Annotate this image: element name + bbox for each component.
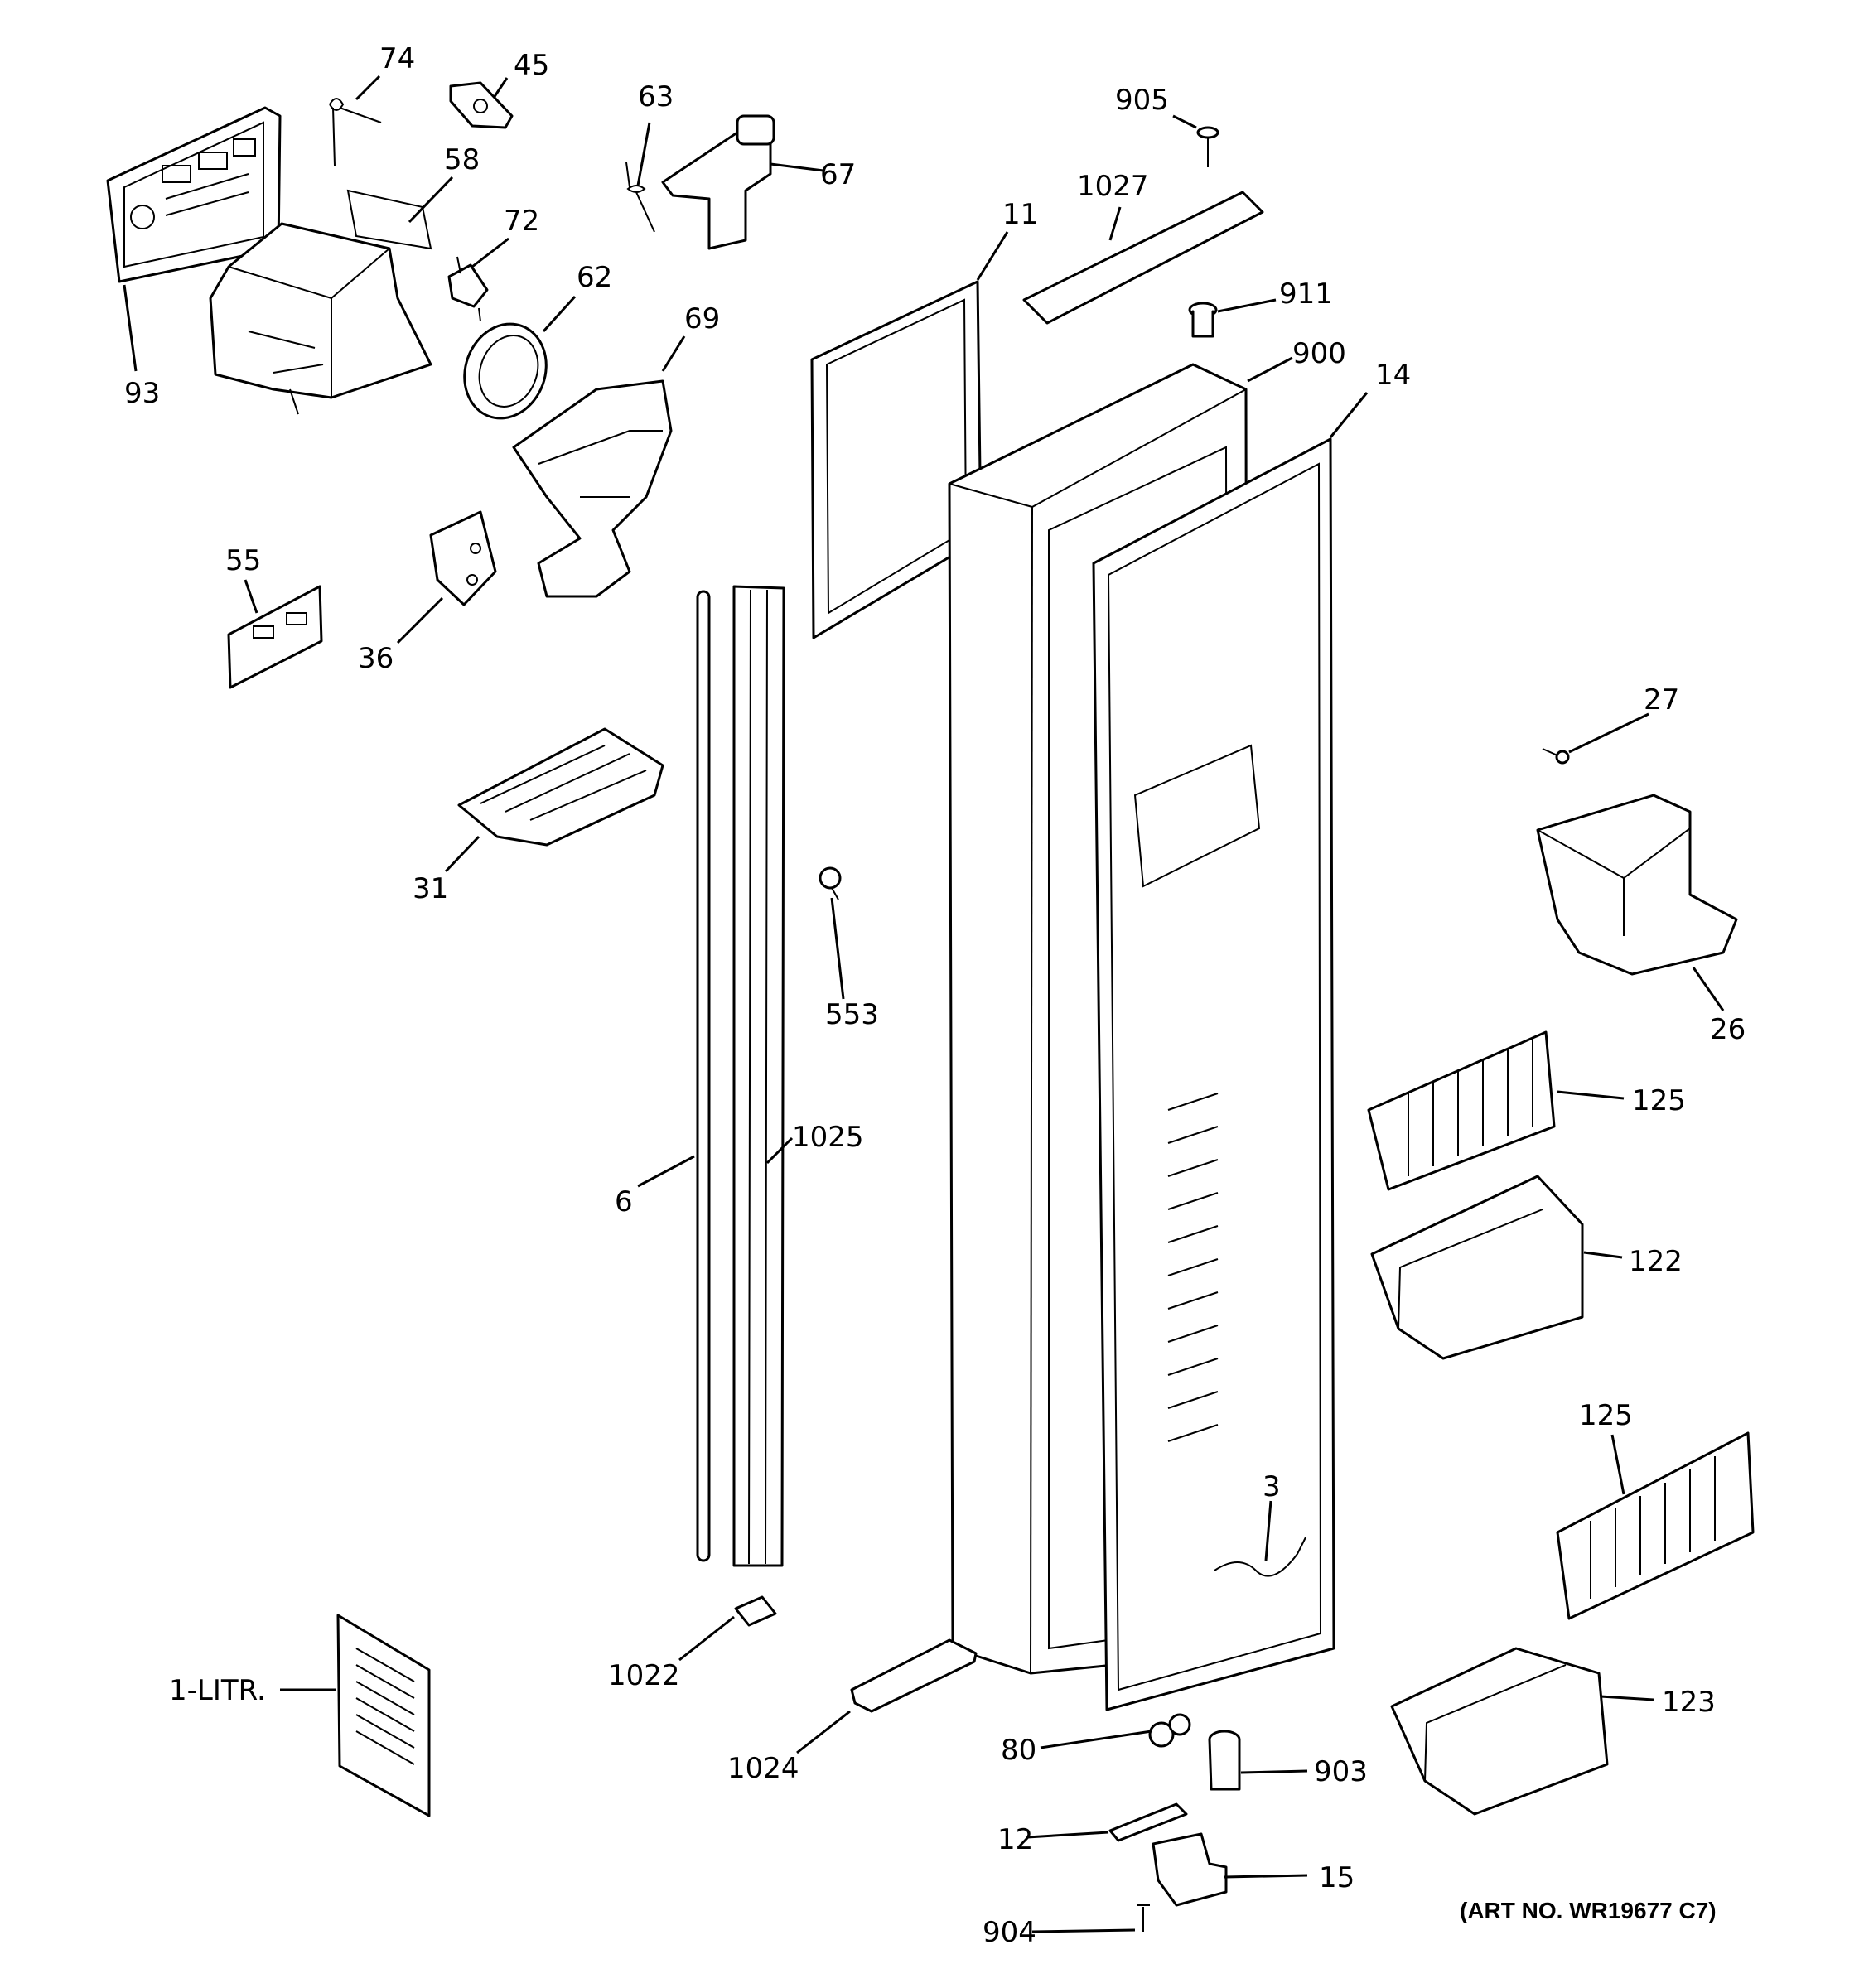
part-1022-clip	[734, 1595, 777, 1627]
callout-27: 27	[1644, 683, 1679, 717]
part-93-control-panel	[106, 106, 282, 283]
callout-1-litr: 1-LITR.	[169, 1674, 266, 1707]
part-36-bracket	[429, 510, 497, 606]
callout-125-lower: 125	[1579, 1399, 1633, 1432]
part-6-tube	[696, 590, 711, 1562]
part-122-bin	[1370, 1175, 1584, 1360]
part-63-spring	[625, 162, 655, 233]
part-1025-trim	[732, 585, 785, 1567]
callout-62: 62	[577, 261, 612, 294]
callout-72: 72	[504, 205, 539, 238]
callout-14: 14	[1375, 359, 1411, 392]
part-62-ring	[463, 322, 548, 420]
part-903-cylinder	[1208, 1730, 1241, 1791]
callout-1022: 1022	[608, 1659, 680, 1692]
callout-904: 904	[983, 1916, 1036, 1949]
callout-63: 63	[638, 80, 674, 113]
callout-900: 900	[1292, 337, 1346, 370]
part-55-panel	[227, 585, 323, 689]
part-67-actuator	[661, 114, 775, 250]
part-45-bracket	[449, 81, 514, 129]
callout-122: 122	[1629, 1245, 1683, 1278]
callout-26: 26	[1710, 1013, 1746, 1046]
callout-11: 11	[1002, 198, 1038, 231]
leader-lines	[123, 75, 1725, 1933]
callout-labels: 74 45 63 67 905 58 72 11 1027 62 69 911 …	[124, 42, 1746, 1949]
callout-36: 36	[358, 642, 394, 675]
part-12-hinge-plate	[1108, 1802, 1188, 1842]
part-14-gasket	[1092, 437, 1335, 1711]
part-58-dispenser-housing	[209, 189, 432, 415]
callout-553: 553	[825, 998, 879, 1031]
callout-911: 911	[1279, 277, 1333, 311]
callout-1025: 1025	[792, 1121, 864, 1154]
part-125-top-basket	[1367, 1030, 1556, 1191]
part-27-screw	[1542, 748, 1570, 765]
callout-67: 67	[820, 158, 856, 191]
callout-903: 903	[1314, 1755, 1368, 1788]
callout-1027: 1027	[1077, 170, 1149, 203]
callout-80: 80	[1001, 1734, 1036, 1767]
callout-6: 6	[615, 1185, 633, 1218]
part-904-screw	[1137, 1904, 1150, 1932]
callout-12: 12	[997, 1823, 1033, 1856]
part-123-bin	[1390, 1647, 1609, 1816]
callout-905: 905	[1115, 84, 1169, 117]
part-911-bushing	[1188, 302, 1218, 338]
part-74-spring	[329, 98, 382, 166]
callout-1024: 1024	[727, 1752, 799, 1785]
part-1-litr-literature	[336, 1614, 431, 1817]
callout-15: 15	[1319, 1861, 1355, 1894]
callout-31: 31	[413, 872, 448, 905]
callout-45: 45	[514, 49, 549, 82]
part-26-guard	[1536, 794, 1738, 976]
part-905-screw	[1196, 126, 1219, 167]
part-69-funnel	[512, 379, 673, 598]
callout-93: 93	[124, 377, 160, 410]
callout-74: 74	[379, 42, 415, 75]
part-1027-top-cap	[1022, 191, 1264, 325]
callout-58: 58	[444, 143, 480, 176]
part-125-lower-basket	[1556, 1431, 1755, 1620]
part-3-wire-harness	[1214, 1537, 1306, 1577]
callout-123: 123	[1662, 1686, 1716, 1719]
part-553-screw	[819, 866, 842, 900]
part-15-hinge	[1152, 1832, 1228, 1907]
art-number: (ART NO. WR19677 C7)	[1460, 1898, 1717, 1923]
callout-55: 55	[225, 544, 261, 577]
callout-69: 69	[684, 302, 720, 335]
part-31-drip-tray	[457, 727, 664, 847]
part-1024-bracket	[850, 1638, 978, 1713]
part-72-switch	[447, 256, 489, 322]
callout-125-top: 125	[1632, 1084, 1686, 1117]
part-80-plug	[1148, 1713, 1191, 1748]
callout-3: 3	[1263, 1470, 1281, 1503]
